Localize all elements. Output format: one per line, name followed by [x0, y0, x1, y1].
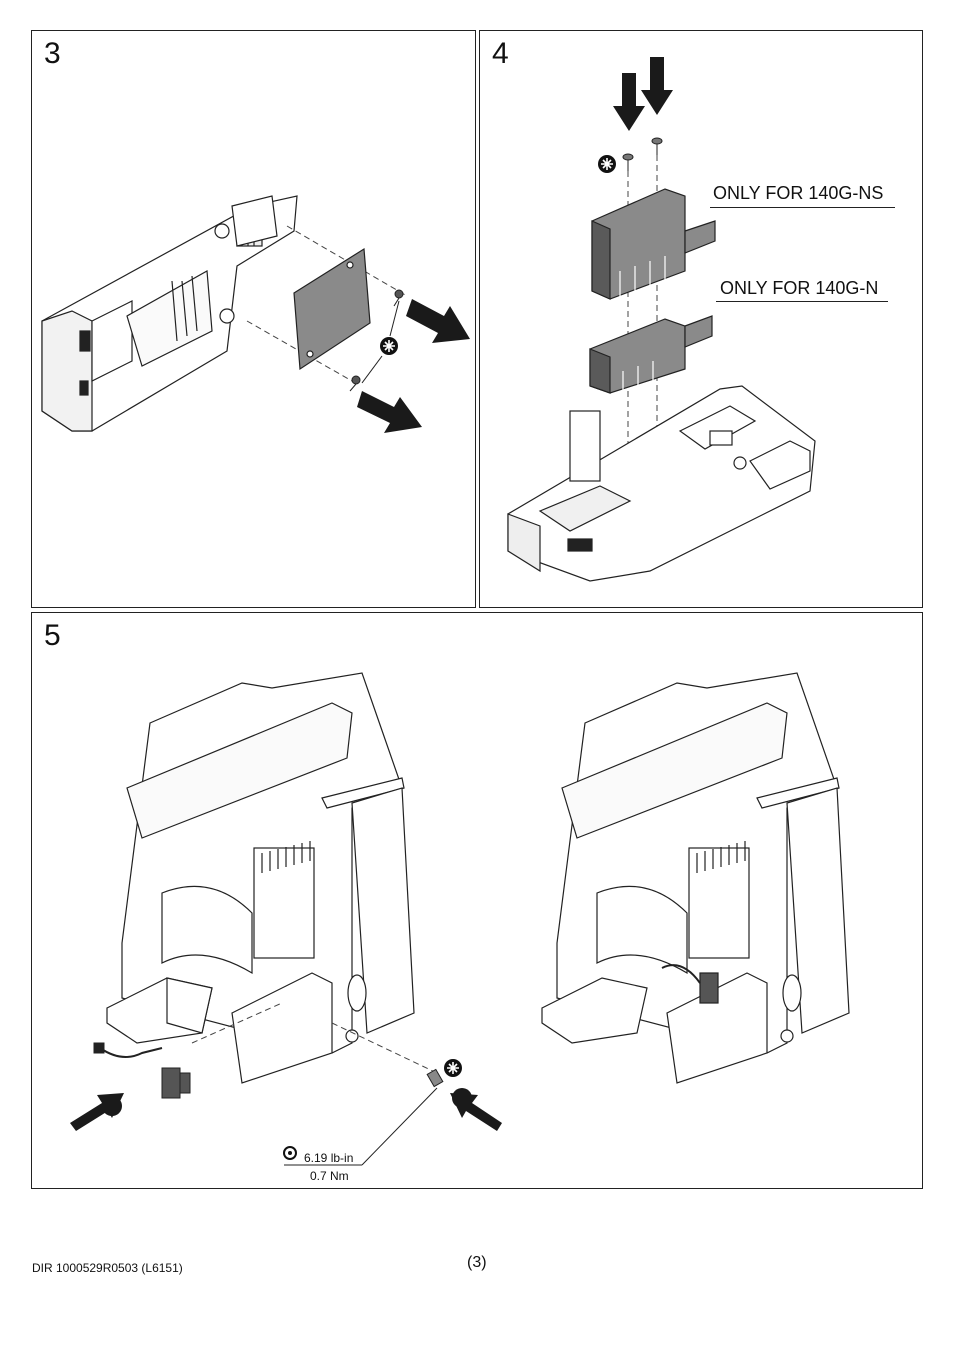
screwdriver-icon: [380, 337, 398, 355]
module-140g-ns: [591, 188, 716, 300]
step-4-illustration: [507, 57, 816, 582]
panel-step-4: 4: [479, 30, 923, 608]
torque-value-metric: 0.7 Nm: [310, 1169, 349, 1183]
page-number: (3): [467, 1254, 487, 1271]
callout-leader-line: [716, 301, 888, 302]
assembly-guide-lines: [191, 1002, 438, 1074]
circuit-breaker-left: [106, 672, 415, 1084]
trip-unit-module: [41, 195, 298, 432]
cover-plate: [293, 247, 371, 371]
torque-icon: [283, 1146, 297, 1160]
panel-step-5: 5: [31, 612, 923, 1189]
step-5-illustration: [70, 672, 850, 1166]
screw: [349, 289, 404, 392]
document-id: DIR 1000529R0503 (L6151): [32, 1261, 183, 1275]
module-140g-n: [589, 315, 713, 394]
screw: [622, 137, 663, 171]
step-arrow-1: [70, 1093, 124, 1131]
panel-number: 4: [492, 37, 509, 70]
step-arrow-2: [450, 1088, 502, 1131]
screwdriver-icon: [598, 155, 616, 173]
panel-step-3: 3: [31, 30, 476, 608]
circuit-breaker-right: [541, 672, 850, 1084]
callout-label-n: ONLY FOR 140G-N: [720, 278, 879, 298]
step-3-illustration: [41, 195, 470, 433]
base-unit: [507, 385, 816, 582]
wiring-harness: [93, 1042, 191, 1099]
torque-leader-line: [361, 1087, 438, 1166]
screw: [426, 1068, 444, 1088]
insert-arrow: [613, 57, 673, 131]
step-number-2: 2: [489, 1088, 497, 1104]
removal-arrow: [357, 299, 470, 433]
screwdriver-icon: [444, 1059, 462, 1077]
panel-number: 3: [44, 37, 61, 70]
callout-leader-line: [710, 207, 895, 208]
panel-number: 5: [44, 619, 61, 652]
step-number-1: 1: [138, 1096, 146, 1112]
torque-value-imperial: 6.19 lb-in: [304, 1151, 354, 1165]
callout-label-ns: ONLY FOR 140G-NS: [713, 183, 884, 203]
